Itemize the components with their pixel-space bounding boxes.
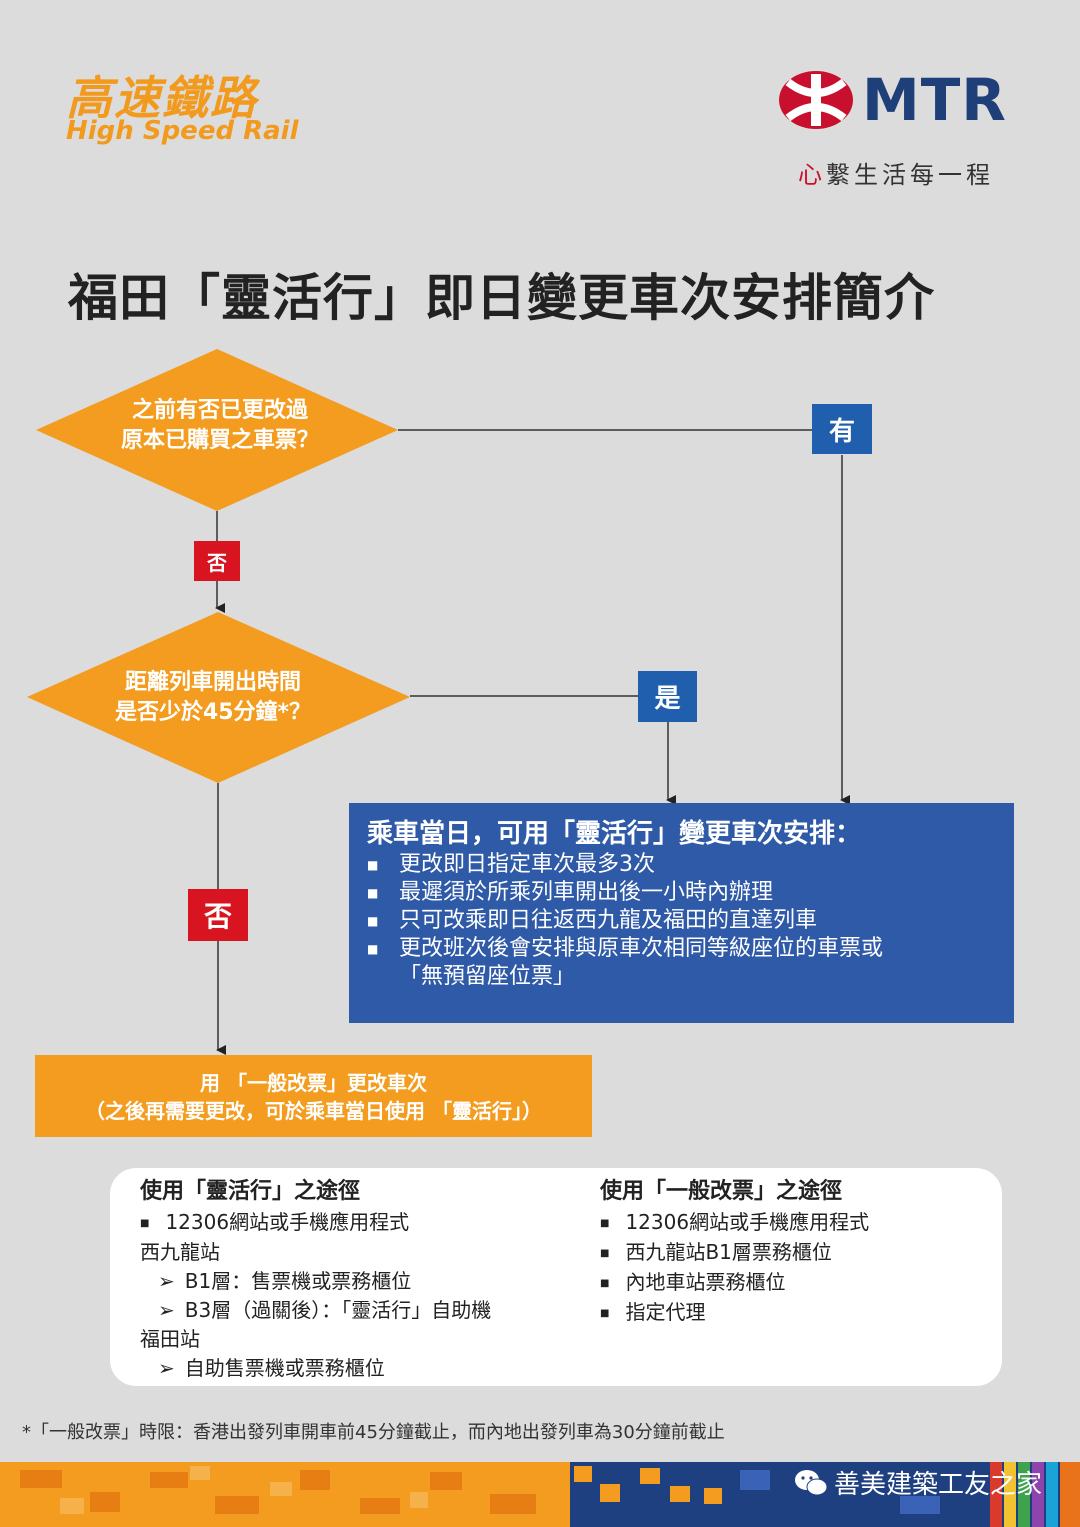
mtr-logo-icon (779, 71, 853, 129)
answer-no-tag-2: 否 (188, 889, 248, 941)
mtr-slogan: 心繫生活每一程 (798, 155, 994, 190)
footnote: *「一般改票」時限：香港出發列車開車前45分鐘截止，而內地出發列車為30分鐘前截… (22, 1422, 725, 1443)
question-2-line1: 距離列車開出時間 (124, 670, 301, 695)
flexible-item: 只可改乘即日往返西九龍及福田的直達列車 (367, 907, 883, 935)
watermark-text: 善美建築工友之家 (834, 1470, 1043, 1500)
general-channels-heading: 使用「一般改票」之途徑 (600, 1179, 843, 1204)
channel-item: 西九龍站B1層票務櫃位 (600, 1238, 869, 1268)
question-1-line1: 之前有否已更改過 (131, 398, 308, 423)
flexible-item: 更改即日指定車次最多3次 (367, 851, 883, 879)
answer-no-tag-1: 否 (194, 541, 240, 581)
flexible-heading: 乘車當日，可用「靈活行」變更車次安排： (367, 819, 862, 849)
channel-subitem: 自助售票機或票務櫃位 (140, 1354, 491, 1383)
answer-yes-tag-1: 有 (812, 404, 872, 454)
general-line-1: 用 「一般改票」更改車次 (200, 1071, 427, 1095)
channel-item: 12306網站或手機應用程式 (140, 1208, 491, 1238)
channel-item: 指定代理 (600, 1298, 869, 1328)
answer-yes-tag-2: 是 (638, 671, 697, 722)
flex-channels-column: 使用「靈活行」之途徑 12306網站或手機應用程式 西九龍站 B1層：售票機或票… (140, 1176, 491, 1383)
flex-channels-heading: 使用「靈活行」之途徑 (140, 1179, 361, 1204)
station-label: 福田站 (140, 1327, 200, 1351)
question-1: 之前有否已更改過 原本已購買之車票？ (80, 396, 360, 456)
channels-box: 使用「靈活行」之途徑 12306網站或手機應用程式 西九龍站 B1層：售票機或票… (110, 1168, 1002, 1386)
channel-item: 內地車站票務櫃位 (600, 1268, 869, 1298)
question-1-line2: 原本已購買之車票？ (120, 428, 319, 453)
slogan-first-char: 心 (798, 161, 826, 189)
general-change-box: 用 「一般改票」更改車次 （之後再需要更改，可於乘車當日使用 「靈活行」） (35, 1055, 592, 1137)
flexible-item: 最遲須於所乘列車開出後一小時內辦理 (367, 879, 883, 907)
decision-diamond-1 (36, 349, 398, 511)
general-channels-column: 使用「一般改票」之途徑 12306網站或手機應用程式 西九龍站B1層票務櫃位 內… (600, 1176, 869, 1328)
channel-subitem: B1層：售票機或票務櫃位 (140, 1267, 491, 1296)
decision-diamond-2 (27, 612, 410, 783)
channel-subitem: B3層（過關後）：「靈活行」自助機 (140, 1296, 491, 1325)
flexible-list: 更改即日指定車次最多3次 最遲須於所乘列車開出後一小時內辦理 只可改乘即日往返西… (367, 851, 883, 991)
wechat-icon (795, 1470, 828, 1496)
general-line-2: （之後再需要更改，可於乘車當日使用 「靈活行」） (85, 1099, 542, 1123)
flexible-change-box: 乘車當日，可用「靈活行」變更車次安排： 更改即日指定車次最多3次 最遲須於所乘列… (349, 803, 1014, 1023)
question-2-line2: 是否少於45分鐘*？ (114, 700, 312, 725)
hsr-logo-english: High Speed Rail (66, 116, 299, 146)
page-title: 福田「靈活行」即日變更車次安排簡介 (68, 269, 935, 327)
flexible-item-continued: 「無預留座位票」 (399, 964, 576, 989)
flexible-item: 更改班次後會安排與原車次相同等級座位的車票或 (367, 935, 883, 963)
slogan-rest: 繫生活每一程 (826, 161, 994, 189)
hsr-logo-chinese: 高速鐵路 (66, 71, 258, 125)
channel-item: 12306網站或手機應用程式 (600, 1208, 869, 1238)
decorative-mosaic-band (0, 1462, 1080, 1527)
mtr-logo-text: MTR (862, 66, 1007, 134)
question-2: 距離列車開出時間 是否少於45分鐘*？ (68, 668, 358, 728)
station-label: 西九龍站 (140, 1240, 220, 1264)
